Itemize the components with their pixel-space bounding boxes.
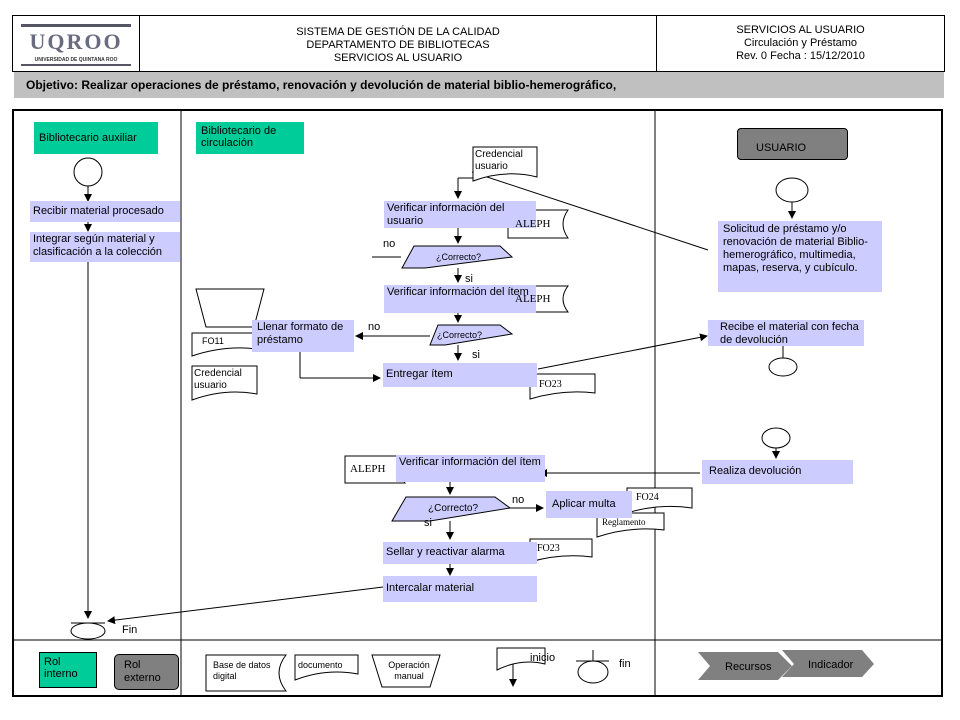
logo-text: UQROO: [29, 29, 123, 54]
end-ellipse-user-1: [768, 357, 798, 377]
document-fo23-a: [529, 373, 596, 400]
lane-user-label: USUARIO: [737, 128, 848, 160]
legend-recursos-label: Recursos: [725, 661, 772, 673]
legend-manual-shape: [371, 654, 441, 688]
document-credencial-2: [191, 365, 258, 401]
aleph-label-2: ALEPH: [515, 293, 551, 305]
document-credencial-1: [472, 146, 538, 182]
legend-operacion-label: Operación manual: [388, 660, 430, 681]
step-realiza-devolucion: Realiza devolución: [702, 460, 853, 484]
start-ellipse-user-2: [761, 427, 791, 449]
department-title: DEPARTAMENTO DE BIBLIOTECAS: [306, 39, 490, 51]
aleph-label-3: ALEPH: [350, 463, 386, 475]
step-recibir-material: Recibir material procesado: [30, 201, 180, 222]
no-label-3: no: [512, 494, 525, 506]
diagram-frame: [12, 109, 943, 697]
step-entregar-item: Entregar ítem: [383, 363, 537, 387]
end-ellipse-aux: [70, 622, 106, 640]
logo-caption: UNIVERSIDAD DE QUINTANA ROO: [34, 57, 118, 63]
step-intercalar-material: Intercalar material: [383, 576, 537, 602]
legend-rol-interno: Rol interno: [39, 652, 97, 688]
legend-indicador-shape: [782, 650, 874, 677]
service-title: SERVICIOS AL USUARIO: [333, 52, 463, 64]
lane-aux-label: Bibliotecario auxiliar: [34, 122, 158, 154]
credencial-usuario-2: Credencial usuario: [194, 368, 242, 391]
decision-1-label: ¿Correcto?: [436, 252, 482, 262]
si-label-2: si: [472, 349, 480, 361]
legend-start-shape: [496, 647, 546, 671]
lane-circ-label: Bibliotecario de circulación: [196, 122, 304, 154]
aleph-label-1: ALEPH: [515, 218, 551, 230]
step-recibe-material: Recibe el material con fecha de devoluci…: [708, 320, 864, 346]
decision-correcto-2: [429, 324, 514, 346]
legend-documento-label: documento: [298, 660, 343, 670]
legend-recursos-shape: [698, 652, 792, 680]
step-verificar-item: Verificar información del ítem: [384, 285, 536, 313]
credencial-usuario-1: Credencial usuario: [475, 149, 523, 172]
fo24-label: FO24: [636, 492, 659, 503]
doc-service: SERVICIOS AL USUARIO: [736, 24, 865, 36]
no-label-2: no: [368, 321, 381, 333]
objective-text: Objetivo: Realizar operaciones de présta…: [26, 78, 617, 92]
step-integrar-material: Integrar según material y clasificación …: [30, 232, 180, 262]
decision-2-label: ¿Correcto?: [437, 330, 483, 340]
start-circle-aux: [73, 157, 103, 187]
decision-3-label: ¿Correcto?: [428, 503, 479, 514]
legend-end-shape: [577, 660, 609, 684]
step-llenar-formato: Llenar formato de préstamo: [252, 320, 354, 352]
decision-correcto-3: [391, 496, 512, 522]
doc-revision: Rev. 0 Fecha : 15/12/2010: [736, 50, 865, 62]
header-system-box: SISTEMA DE GESTIÓN DE LA CALIDAD DEPARTA…: [139, 15, 657, 72]
step-solicitud-prestamo: Solicitud de préstamo y/o renovación de …: [718, 221, 882, 292]
step-verificar-item-2: Verificar información del ítem: [396, 455, 545, 482]
legend-rol-externo: Rol externo: [114, 654, 179, 690]
legend-database-shape: [205, 654, 288, 692]
legend-indicador-label: Indicador: [808, 659, 854, 671]
start-ellipse-user: [775, 177, 809, 203]
si-label-1: si: [465, 273, 473, 285]
decision-correcto-1: [401, 245, 514, 269]
fo23-label-b: FO23: [537, 543, 560, 554]
fo23-label-a: FO23: [539, 379, 562, 390]
fo11-label: FO11: [202, 336, 224, 346]
system-title: SISTEMA DE GESTIÓN DE LA CALIDAD: [296, 26, 500, 38]
si-label-3: si: [424, 517, 432, 529]
legend-base-datos-label: Base de datos digital: [213, 660, 271, 681]
legend-fin-label: fin: [619, 658, 631, 670]
fin-label: Fin: [122, 624, 138, 636]
step-verificar-usuario: Verificar información del usuario: [384, 201, 536, 228]
step-sellar-alarma: Sellar y reactivar alarma: [383, 542, 537, 564]
header-doc-box: SERVICIOS AL USUARIO Circulación y Prést…: [656, 15, 945, 72]
step-aplicar-multa: Aplicar multa: [546, 491, 632, 518]
doc-process: Circulación y Préstamo: [743, 37, 858, 49]
header-logo-box: UQROO UNIVERSIDAD DE QUINTANA ROO: [12, 15, 140, 72]
reglamento-label: Reglamento: [602, 517, 646, 527]
legend-document-shape: [294, 654, 359, 681]
legend-inicio-label: inicio: [530, 652, 556, 664]
document-reglamento: [596, 512, 665, 538]
objective-bar: Objetivo: Realizar operaciones de présta…: [14, 72, 944, 98]
no-label-1: no: [383, 238, 396, 250]
university-logo: UQROO UNIVERSIDAD DE QUINTANA ROO: [21, 24, 131, 66]
